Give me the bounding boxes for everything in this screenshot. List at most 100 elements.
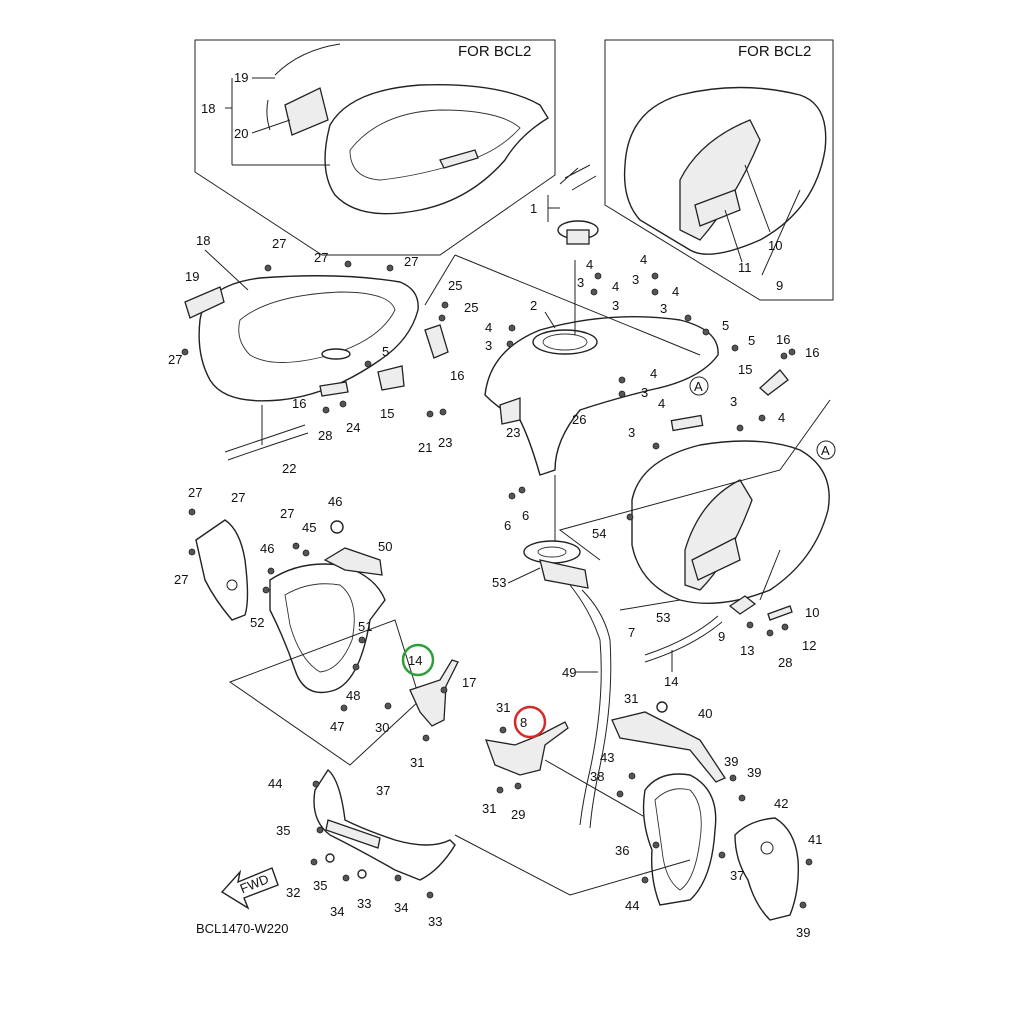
callout-4-d: 4 — [640, 252, 647, 267]
callout-4-g: 4 — [650, 366, 657, 381]
callout-48-b: 52 — [250, 615, 264, 630]
callout-3-b: 3 — [577, 275, 584, 290]
callout-2: 2 — [530, 298, 537, 313]
callout-9-inset: 9 — [776, 278, 783, 293]
callout-27-a: 27 — [272, 236, 286, 251]
callout-9: 7 — [628, 625, 635, 640]
callout-45: 27 — [231, 490, 245, 505]
callout-8: 49 — [562, 665, 576, 680]
callout-3-d: 3 — [632, 272, 639, 287]
callout-27-e: 3 — [730, 394, 737, 409]
view-marker-a-2: A — [821, 443, 830, 458]
callout-27-g: 3 — [628, 425, 635, 440]
callout-48-a: 46 — [260, 541, 274, 556]
callout-10-inset: 10 — [768, 238, 782, 253]
callout-36: 42 — [774, 796, 788, 811]
fuel-cap — [547, 164, 599, 245]
callout-25-b: 25 — [464, 300, 478, 315]
callout-3-h: 6 — [522, 508, 529, 523]
callout-27-b: 27 — [314, 250, 328, 265]
callout-41: 39 — [747, 765, 761, 780]
callout-3-c: 3 — [612, 298, 619, 313]
callout-20: 20 — [234, 126, 248, 141]
reference-code: BCL1470-W220 — [196, 921, 289, 936]
callout-35-b: 35 — [276, 823, 290, 838]
view-marker-a-1: A — [694, 379, 703, 394]
callout-54: 4 — [658, 396, 665, 411]
callout-37-a: 41 — [808, 832, 822, 847]
callout-23-a: 28 — [318, 428, 332, 443]
callout-4-b: 4 — [586, 257, 593, 272]
callout-35-a: 44 — [268, 776, 282, 791]
callout-31-d: 31 — [482, 801, 496, 816]
callout-31-c: 31 — [496, 700, 510, 715]
callout-35-d: 33 — [428, 914, 442, 929]
callout-12: 9 — [718, 629, 725, 644]
callout-19-main: 19 — [185, 269, 199, 284]
callout-53-a: 48 — [346, 688, 360, 703]
callout-31-b: 31 — [410, 755, 424, 770]
callout-4-e: 4 — [672, 284, 679, 299]
callout-42: 39 — [724, 754, 738, 769]
callout-53-b: 47 — [330, 719, 344, 734]
callout-46-a: 27 — [188, 485, 202, 500]
callout-28-a: 5 — [382, 344, 389, 359]
callout-10: 53 — [656, 610, 670, 625]
callout-28-b: 13 — [740, 643, 754, 658]
callout-50: 27 — [280, 506, 294, 521]
left-bracket-assembly — [195, 519, 386, 694]
callout-5-b: 5 — [748, 333, 755, 348]
callout-49: 30 — [375, 720, 389, 735]
callout-1: 1 — [530, 201, 537, 216]
callout-30: 14 — [408, 653, 422, 668]
inset-right-label: FOR BCL2 — [738, 43, 811, 60]
callout-25-a: 25 — [448, 278, 462, 293]
callout-7: 53 — [492, 575, 506, 590]
callout-24: 16 — [450, 368, 464, 383]
callout-38: 40 — [698, 706, 712, 721]
callout-4-a: 4 — [485, 320, 492, 335]
callout-14-b: 28 — [778, 655, 792, 670]
callout-52: 46 — [328, 494, 342, 509]
callout-34-b: 34 — [330, 904, 344, 919]
callout-34-a: 32 — [286, 885, 300, 900]
callout-46-b: 27 — [174, 572, 188, 587]
callout-14-a: 12 — [802, 638, 816, 653]
callout-27-d: 27 — [168, 352, 182, 367]
fuel-fitting — [523, 540, 612, 829]
callout-32: 37 — [376, 783, 390, 798]
callout-16-a: 16 — [776, 332, 790, 347]
callout-29: 8 — [520, 715, 527, 730]
callout-39-c: 37 — [730, 868, 744, 883]
callout-31-a: 17 — [462, 675, 476, 690]
right-bracket-assembly — [611, 711, 800, 921]
callout-35-c: 34 — [394, 900, 408, 915]
callout-48-c: 51 — [358, 619, 372, 634]
highlight-30-circle — [401, 643, 435, 677]
callout-26: 22 — [282, 461, 296, 476]
callout-16-b: 16 — [805, 345, 819, 360]
part-30-bracket — [384, 659, 459, 742]
inset-left: FOR BCL2 — [194, 39, 556, 256]
fwd-arrow-icon — [220, 867, 279, 910]
callout-13: 10 — [805, 605, 819, 620]
callout-3-g: 3 — [641, 385, 648, 400]
callout-39-b: 38 — [590, 769, 604, 784]
callout-19: 19 — [234, 70, 248, 85]
side-cover — [631, 414, 830, 604]
callout-3-e: 3 — [660, 301, 667, 316]
inset-left-label: FOR BCL2 — [458, 43, 531, 60]
callout-51: 45 — [302, 520, 316, 535]
callout-15: 15 — [738, 362, 752, 377]
callout-23-b: 24 — [346, 420, 360, 435]
callout-6-a: 23 — [506, 425, 520, 440]
part-29-bracket — [485, 721, 569, 794]
callout-3-a: 3 — [485, 338, 492, 353]
callout-44-a: 36 — [615, 843, 629, 858]
callout-33-a: 35 — [313, 878, 327, 893]
callout-21: 15 — [380, 406, 394, 421]
callout-33-b: 33 — [357, 896, 371, 911]
callout-43: 31 — [624, 691, 638, 706]
callout-4-f: 21 — [418, 440, 432, 455]
